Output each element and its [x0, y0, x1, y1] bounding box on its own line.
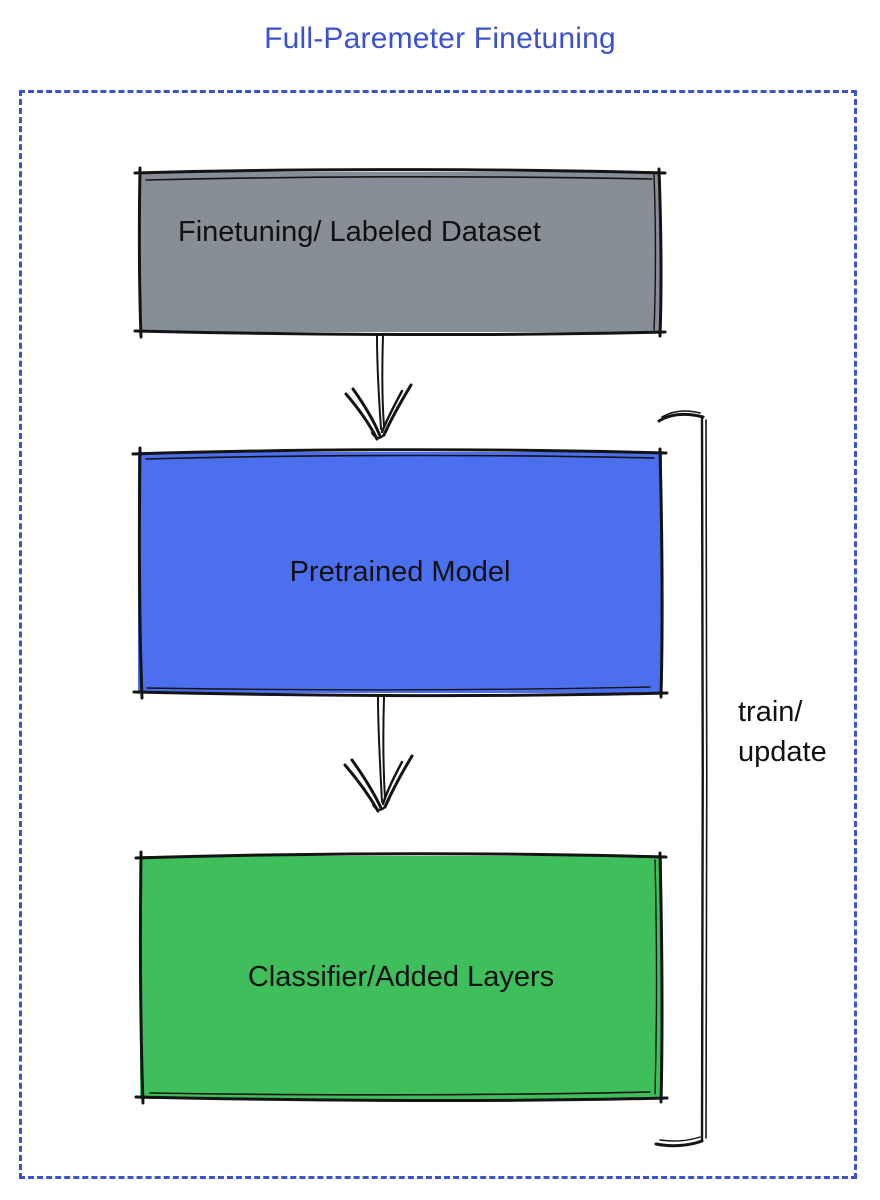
train-update-label: train/ update — [738, 692, 827, 772]
box-finetuning-dataset: Finetuning/ Labeled Dataset — [140, 172, 660, 332]
box-label-classifier-added-layers: Classifier/Added Layers — [247, 961, 555, 993]
train-update-label-line2: update — [738, 736, 827, 768]
box-label-finetuning-dataset: Finetuning/ Labeled Dataset — [178, 216, 541, 248]
box-pretrained-model: Pretrained Model — [138, 452, 662, 693]
box-label-pretrained-model: Pretrained Model — [289, 556, 511, 588]
box-classifier-added-layers: Classifier/Added Layers — [140, 856, 662, 1099]
train-update-label-line1: train/ — [738, 696, 803, 728]
diagram-title: Full-Paremeter Finetuning — [264, 22, 616, 55]
dashed-boundary — [19, 90, 857, 1179]
